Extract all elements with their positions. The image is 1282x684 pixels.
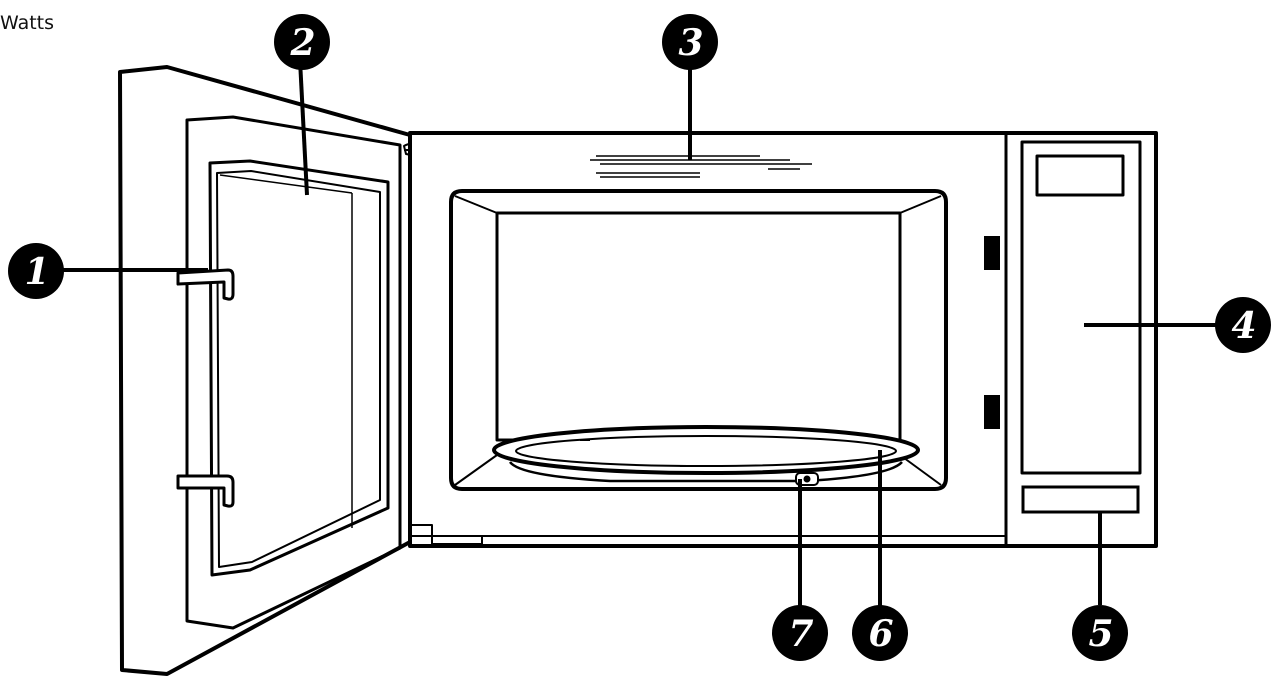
door-latch-top: [176, 268, 235, 301]
callout-badge-5: [1072, 605, 1128, 661]
door-release-button: [1021, 485, 1140, 514]
callout-6: 6: [852, 605, 908, 661]
leader-line-2: [298, 59, 309, 196]
microwave-door: [118, 65, 427, 676]
microwave-cabinet: [408, 131, 1158, 548]
callout-5: 5: [1072, 605, 1128, 661]
leader-lines: [62, 59, 1217, 610]
interlock-slot-top: [984, 236, 1000, 270]
turntable: [492, 425, 920, 483]
callout-number-2: 2: [289, 22, 315, 64]
callout-badge-3: [662, 14, 718, 70]
control-panel: [1020, 140, 1142, 475]
callout-3: 3: [662, 14, 718, 70]
ceiling-vent-lines: [590, 155, 812, 178]
cavity-front-edge: [449, 189, 948, 491]
door-inner-frame: [185, 115, 402, 630]
callout-number-4: 4: [1231, 305, 1256, 347]
callout-badge-4: [1215, 297, 1271, 353]
control-panel-outline: [1020, 140, 1142, 475]
callout-badge-1: [8, 243, 64, 299]
callout-number-1: 1: [24, 251, 49, 293]
door-window: [208, 159, 390, 577]
callout-number-6: 6: [868, 613, 893, 655]
callout-number-5: 5: [1088, 613, 1113, 655]
callout-badge-7: [772, 605, 828, 661]
callout-2: 2: [274, 14, 330, 70]
callout-4: 4: [1215, 297, 1271, 353]
interlock-slot-bottom: [984, 395, 1000, 429]
display-window: [1035, 154, 1125, 197]
corner-label: Watts: [0, 12, 55, 34]
callout-badge-6: [852, 605, 908, 661]
callout-7: 7: [772, 605, 828, 661]
door-outer-frame: [118, 65, 412, 676]
cabinet-outline: [408, 131, 1158, 548]
door-window-inner: [216, 170, 381, 568]
callout-1: 1: [8, 243, 64, 299]
callout-badge-2: [274, 14, 330, 70]
door-latch-bottom: [176, 474, 235, 508]
callout-number-3: 3: [678, 22, 703, 64]
callout-number-7: 7: [788, 613, 813, 655]
